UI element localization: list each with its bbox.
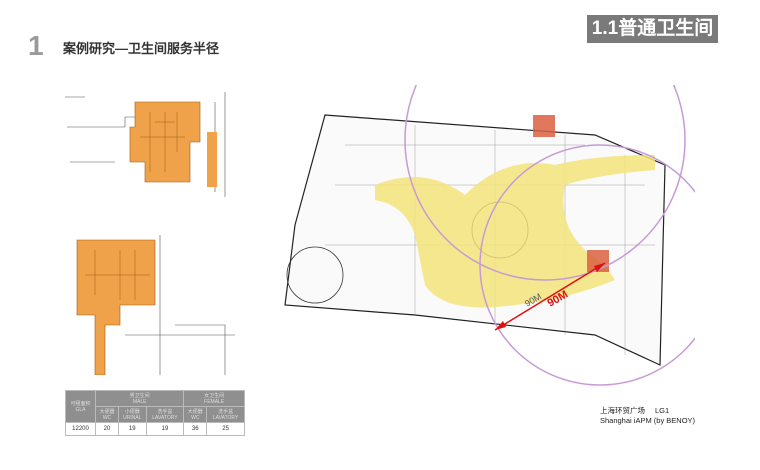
section-number: 1 [28,30,44,61]
col-en: URINAL [123,415,142,421]
col-cn: 小便器 [124,409,140,415]
male-label-en: MALE [132,399,147,405]
male-label: 男卫生间 [129,393,150,399]
col-en: LAVATORY [212,415,239,421]
upper-floor-plan [65,92,226,197]
map-caption: 上海环贸广场 LG1 Shanghai iAPM (by BENOY) [600,406,695,426]
col-cn: 大便器 [187,409,203,415]
radius-arrow [494,262,606,331]
female-label-en: FEMALE [204,399,225,405]
cell: 25 [206,422,245,436]
lower-floor-plan [76,235,235,375]
gla-label: 可租面积 [70,401,91,407]
page-title: 案例研究—卫生间服务半径 [63,41,220,56]
corridor [375,155,655,308]
service-radius-circle [479,144,695,386]
cell: 36 [183,422,208,436]
col-cn: 洗手盆 [157,409,173,415]
female-label: 女卫生间 [204,393,225,399]
caption-cn: 上海环贸广场 [600,406,645,415]
cell: 20 [95,422,119,436]
table-row: 12200 20 19 19 36 25 [64,422,245,436]
service-radius-circle [404,85,686,281]
site-plan-map: 90M 90M [284,85,695,386]
cell: 19 [117,422,147,436]
col-en: LAVATORY [152,415,178,421]
cell: 12200 [64,422,97,436]
restroom-block [533,115,555,137]
col-en: WC [102,415,112,421]
cell: 19 [145,422,185,436]
caption-level: LG1 [655,406,670,415]
section-badge: 1.1普通卫生间 [587,15,718,43]
gla-label-en: GLA [75,407,86,413]
caption-en: Shanghai iAPM (by BENOY) [600,416,696,425]
col-cn: 大便器 [99,409,115,415]
col-en: WC [191,415,200,421]
col-cn: 洗手盆 [218,409,234,415]
